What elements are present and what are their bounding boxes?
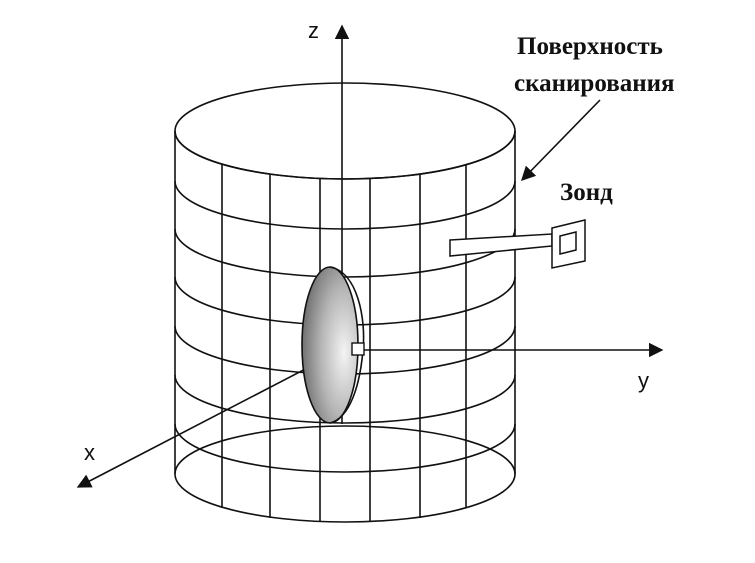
scan-surface-label-line2: сканирования	[514, 70, 675, 97]
cylinder-ring	[174, 473, 516, 523]
dish-reflector	[301, 266, 359, 424]
x-axis	[76, 349, 343, 488]
cylinder-ring	[174, 423, 516, 473]
scan-surface-pointer	[520, 99, 601, 182]
cylinder-ring	[174, 130, 516, 180]
scan-surface-label-line1: Поверхность	[517, 33, 663, 60]
probe-aperture	[559, 231, 577, 255]
z-axis-label: z	[308, 18, 319, 43]
probe-label: Зонд	[560, 179, 613, 206]
cylinder-bottom-back-arc	[174, 425, 516, 475]
cylinder-ring	[174, 180, 516, 230]
scan-cylinder	[174, 82, 516, 523]
antenna-dish	[301, 266, 365, 424]
cylinder-ring	[174, 374, 516, 424]
dish-feed	[351, 342, 365, 356]
y-axis-label: y	[638, 368, 649, 393]
probe-assembly	[449, 219, 586, 269]
x-axis-label: x	[84, 440, 95, 465]
